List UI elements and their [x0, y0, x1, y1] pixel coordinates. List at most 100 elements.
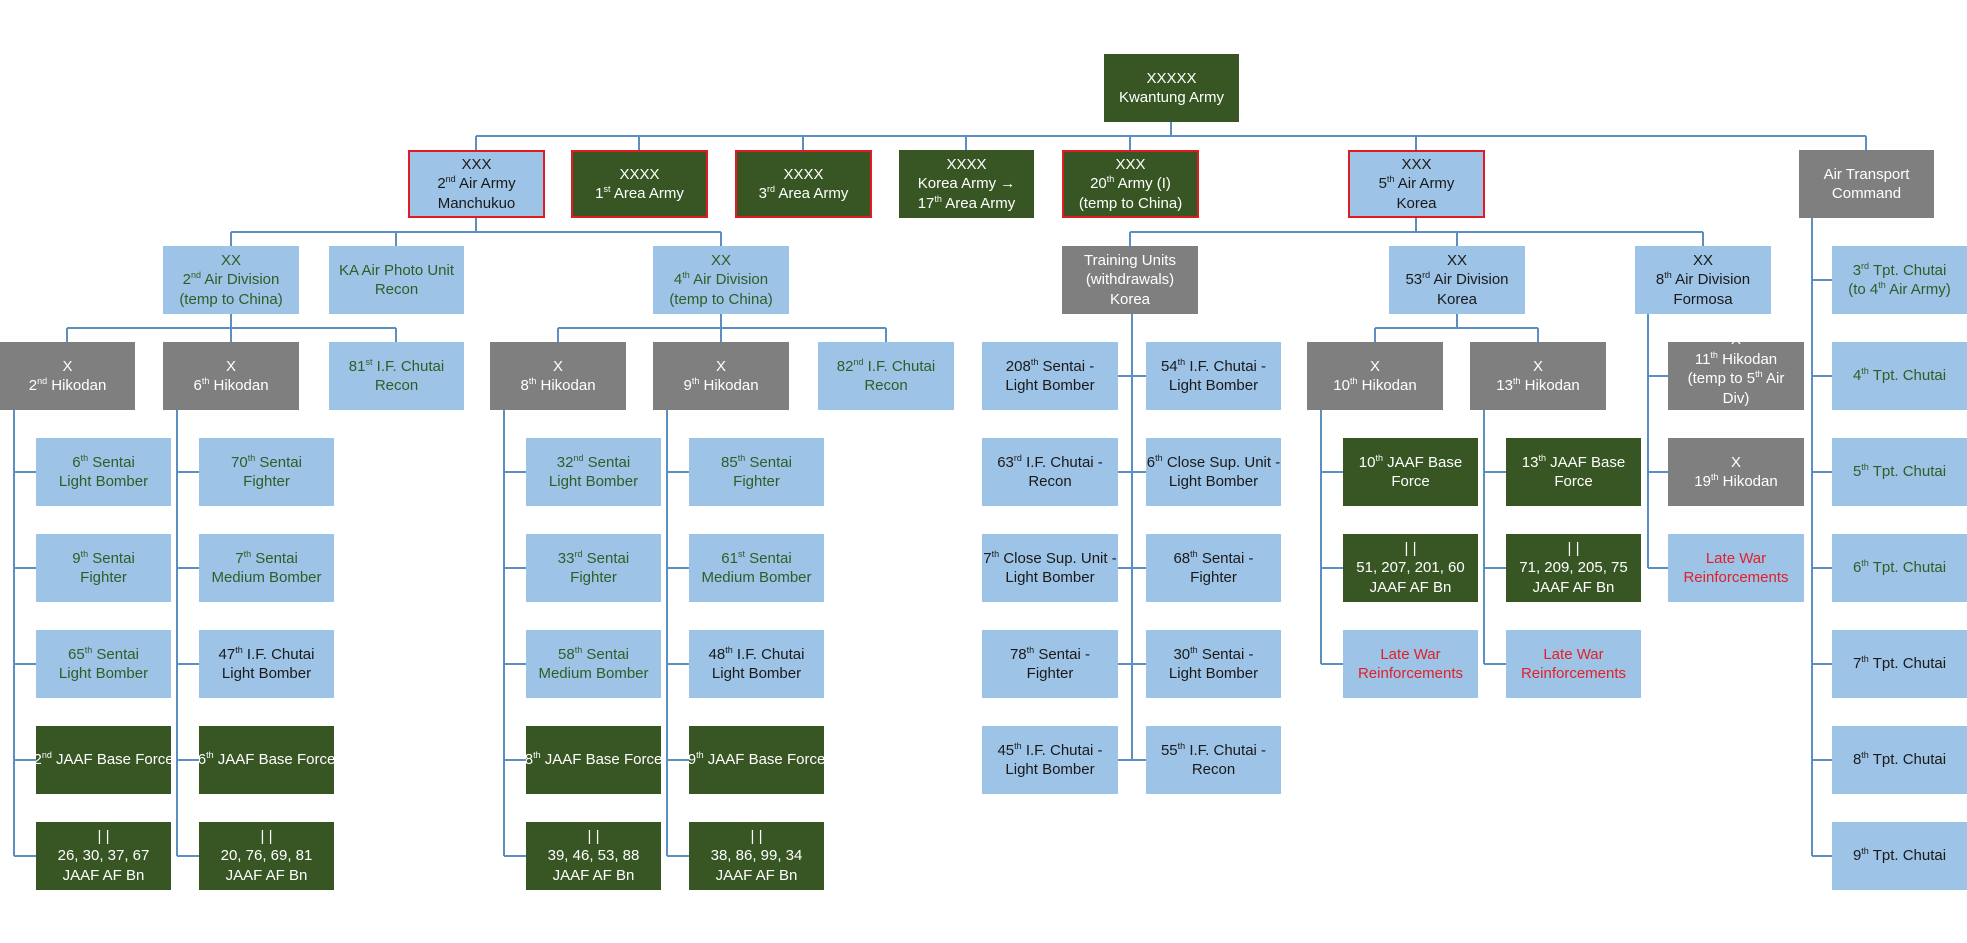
node-line: Light Bomber — [1168, 473, 1259, 490]
node-line: 10th JAAF Base — [1358, 452, 1463, 471]
node-line: Fighter — [243, 473, 290, 490]
node-line: 5th Tpt. Chutai — [1852, 462, 1947, 481]
node-line: Recon — [374, 281, 419, 298]
node-line: Light Bomber — [1005, 377, 1095, 394]
node-line: XXXXX — [1146, 69, 1197, 87]
node-line: | | — [1567, 539, 1580, 557]
node-line: XX — [1692, 251, 1713, 269]
node-line: 3rd Tpt. Chutai — [1852, 260, 1947, 279]
node-line: 6th Close Sup. Unit - — [1146, 452, 1281, 471]
node-line: JAAF AF Bn — [715, 866, 798, 884]
node-line: JAAF AF Bn — [1369, 578, 1452, 596]
node-line: Formosa — [1673, 290, 1733, 308]
node-line: 9th JAAF Base Force — [689, 750, 824, 769]
node-line: 2nd Hikodan — [28, 376, 107, 395]
node-line: Medium Bomber — [701, 569, 812, 586]
node-line: 208th Sentai - — [1005, 356, 1095, 375]
node-line: Light Bomber — [58, 665, 149, 682]
node-line: Late War — [1380, 645, 1441, 663]
node-line: 6th Sentai — [72, 452, 135, 471]
node-line: 9th Tpt. Chutai — [1852, 846, 1947, 865]
node-line: 6th Hikodan — [193, 376, 269, 395]
node-training-units: Training Units(withdrawals)Korea — [1062, 246, 1198, 314]
node-line: 7th Tpt. Chutai — [1852, 654, 1947, 673]
node-line: Command — [1831, 185, 1902, 202]
node-55th-if-chutai: 55th I.F. Chutai -Recon — [1146, 726, 1281, 794]
node-line: Air Transport — [1823, 165, 1910, 183]
node-line: Recon — [1191, 761, 1236, 778]
node-line: 3rd Area Army — [758, 184, 849, 203]
node-line: 7th Close Sup. Unit - — [983, 548, 1117, 567]
node-line: 4th Tpt. Chutai — [1852, 366, 1947, 385]
node-line: Fighter — [570, 569, 617, 586]
node-line: 2nd Air Army — [437, 174, 516, 193]
node-line: Training Units — [1084, 251, 1176, 269]
node-line: 1st Area Army — [595, 184, 684, 203]
node-line: 53rd Air Division — [1405, 270, 1509, 289]
node-line: | | — [587, 827, 600, 845]
node-line: 20th Army (I) — [1090, 174, 1171, 193]
node-line: XX — [710, 251, 731, 269]
node-63rd-if-chutai: 63rd I.F. Chutai -Recon — [982, 438, 1118, 506]
node-line: 17th Area Army — [917, 193, 1016, 212]
node-208th-sentai: 208th Sentai - Light Bomber — [982, 342, 1118, 410]
node-line: 78th Sentai - — [1009, 644, 1091, 663]
node-line: X — [62, 357, 73, 375]
node-line: X — [1731, 342, 1741, 350]
node-line: | | — [97, 827, 110, 845]
node-line: 9th Sentai — [72, 548, 135, 567]
node-line: 7th Sentai — [235, 548, 298, 567]
node-line: Late War — [1543, 645, 1604, 663]
node-2nd-jaaf-base-force: 2nd JAAF Base Force — [36, 726, 171, 794]
node-line: 8th Tpt. Chutai — [1852, 750, 1947, 769]
node-6th-tpt-chutai: 6th Tpt. Chutai — [1832, 534, 1967, 602]
node-line: 70th Sentai — [231, 452, 302, 471]
node-line: 54th I.F. Chutai - — [1160, 356, 1267, 375]
node-line: 47th I.F. Chutai — [218, 644, 315, 663]
node-line: 85th Sentai — [721, 452, 792, 471]
node-line: JAAF AF Bn — [1532, 578, 1615, 596]
node-line: | | — [260, 827, 273, 845]
node-line: Fighter — [733, 473, 780, 490]
node-line: Light Bomber — [1005, 569, 1095, 586]
node-line: Light Bomber — [711, 665, 802, 682]
node-line: X — [1532, 357, 1543, 375]
node-line: Light Bomber — [58, 473, 149, 490]
node-line: Reinforcements — [1520, 665, 1627, 682]
node-line: (temp to China) — [669, 290, 773, 308]
node-line: Fighter — [1190, 569, 1237, 586]
node-line: (temp to China) — [1078, 194, 1183, 212]
node-line: 8th Air Division — [1655, 270, 1751, 289]
node-line: X — [1369, 357, 1380, 375]
node-line: 39, 46, 53, 88 — [547, 847, 640, 865]
node-line: Light Bomber — [221, 665, 312, 682]
node-line: Korea Army → — [917, 175, 1016, 193]
node-7th-close-sup-unit: 7th Close Sup. Unit - Light Bomber — [982, 534, 1118, 602]
node-line: Manchukuo — [437, 194, 516, 212]
node-line: XXXX — [783, 165, 824, 183]
node-line: Recon — [1028, 473, 1072, 490]
node-line: 8th Hikodan — [520, 376, 596, 395]
node-line: Medium Bomber — [211, 569, 322, 586]
node-line: JAAF AF Bn — [225, 866, 308, 884]
node-line: Light Bomber — [1168, 665, 1259, 682]
node-line: 9th Hikodan — [683, 376, 759, 395]
node-3rd-tpt-chutai: 3rd Tpt. Chutai(to 4th Air Army) — [1832, 246, 1967, 314]
